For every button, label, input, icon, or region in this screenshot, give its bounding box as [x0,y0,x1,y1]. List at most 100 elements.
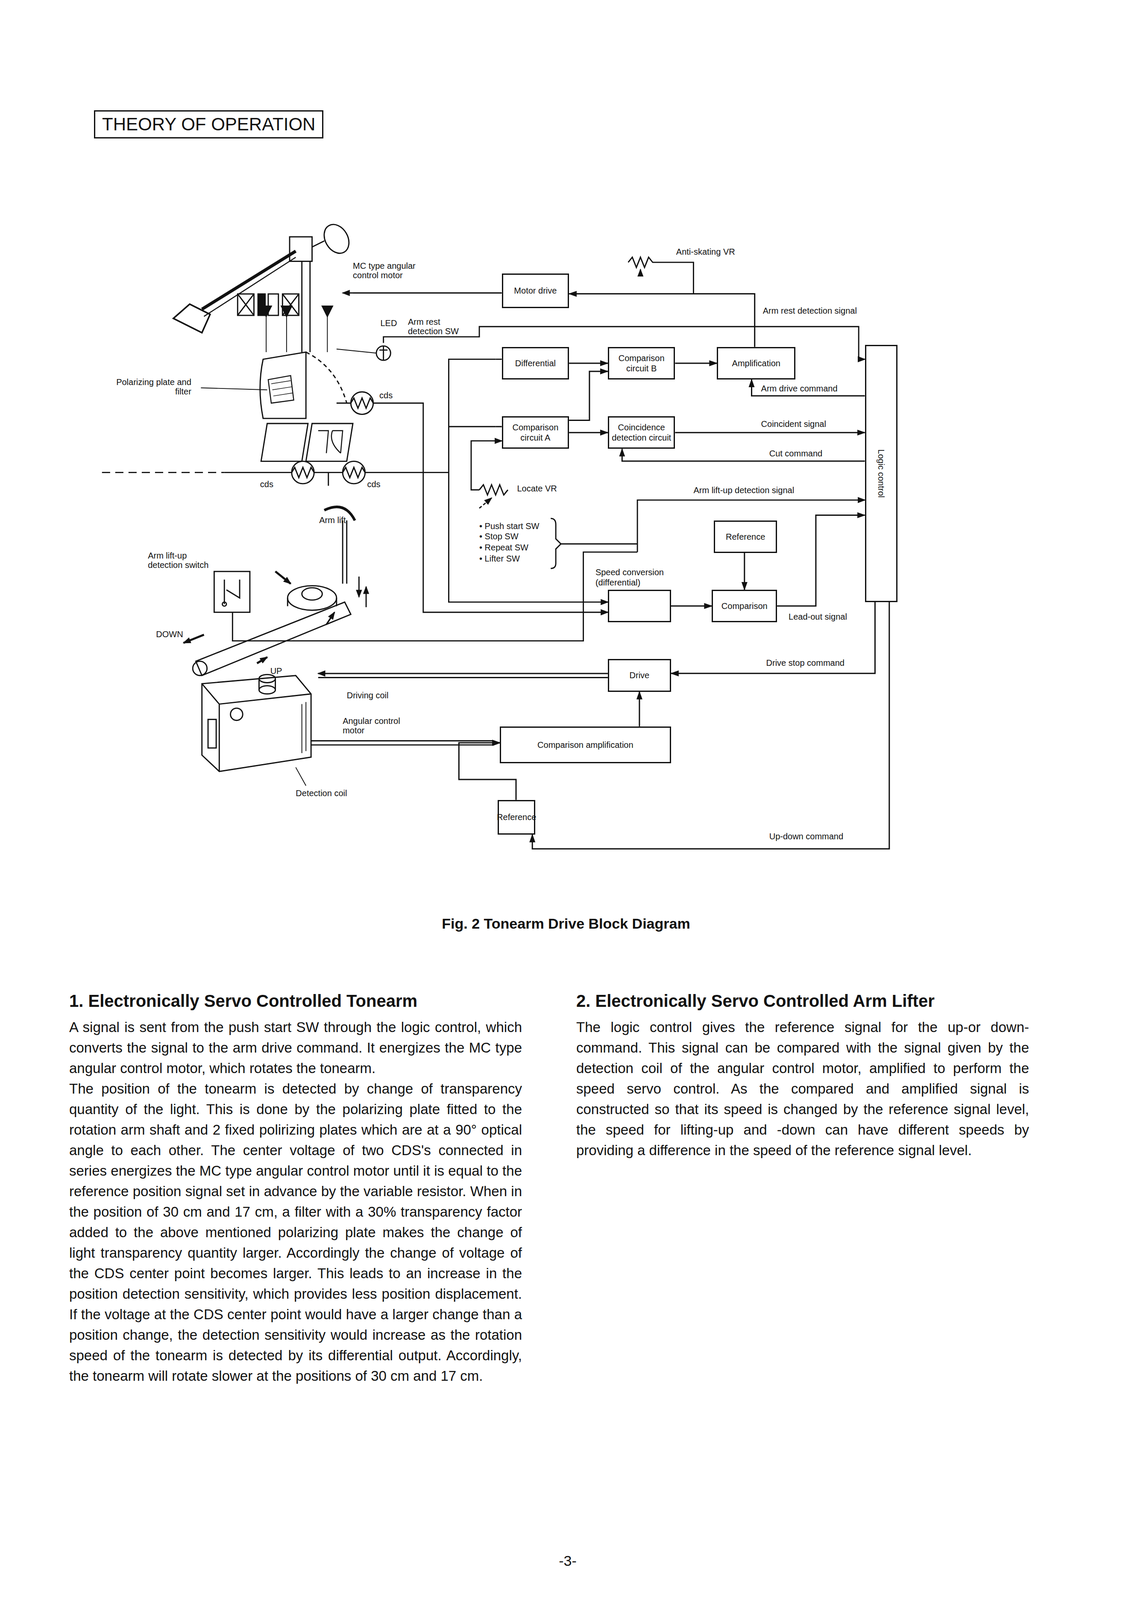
diagram-label: Detection coil [295,788,347,798]
diagram-label: LED [380,318,397,328]
body-paragraph: The logic control gives the reference si… [576,1016,1030,1161]
block-box: Differential [501,346,570,380]
diagram-label: Polarizing plate and filter [110,377,192,396]
signal-connector [568,293,755,347]
diagram-label: Arm lift-up detection signal [693,485,795,495]
block-label: Drive [629,669,650,681]
label-text: • Lifter SW [479,553,520,564]
block-label: Reference [496,811,537,822]
block-label: Comparison [721,600,768,611]
label-text: Arm lift-up detection signal [693,485,795,495]
block-text-group: Comparison circuit B [611,352,672,374]
body-paragraph: The position of the tonearm is detected … [69,1078,523,1386]
block-box: Comparison amplification [499,726,672,763]
signal-label: Lead-out signal [787,611,849,622]
signal-connector [532,601,890,849]
signal-connector [568,431,608,434]
diagram-label: cds [260,479,274,489]
signal-connector [674,431,865,434]
block-label: Amplification [732,357,781,369]
label-text: Driving coil [346,690,389,700]
diagram-label: Anti-skating VR [676,246,736,257]
signal-connector [674,362,717,364]
title-text: THEORY OF OPERATION [102,114,316,135]
edge-label-text: Coincident signal [761,419,827,429]
label-text: cds [366,479,381,489]
block-label: Motor drive [513,285,557,296]
label-text: cds [379,390,393,400]
block-label: Speed conversion (differential) [595,566,694,588]
section-heading: 1. Electronically Servo Controlled Tonea… [69,990,523,1011]
diagram-label: Driving coil [346,690,389,700]
diagram-label: • Stop SW [479,531,519,541]
edge-label-text: Drive stop command [766,657,845,668]
diagram-label: UP [270,665,283,676]
heading-text: 1. Electronically Servo Controlled Tonea… [69,991,418,1010]
label-text: MC type angular control motor [352,261,416,280]
text-column: 2. Electronically Servo Controlled Arm L… [576,990,1030,1161]
block-box: Reference [497,799,536,835]
signal-connector [621,448,865,461]
label-text: UP [270,665,283,676]
label-text: Arm rest detection SW [407,316,459,336]
block-box: Comparison [711,589,778,622]
edge-label-text: Up-down command [769,831,844,841]
signal-label: Arm drive command [759,383,839,393]
caption-text: Fig. 2 Tonearm Drive Block Diagram [441,914,690,932]
paragraph-text: The logic control gives the reference si… [576,1018,1030,1158]
section-heading: 2. Electronically Servo Controlled Arm L… [576,990,1030,1011]
block-label: Comparison amplification [537,739,634,750]
label-text: • Push start SW [479,521,540,531]
heading-text: 2. Electronically Servo Controlled Arm L… [576,991,935,1010]
label-text: Anti-skating VR [676,246,736,257]
paragraph-text: A signal is sent from the push start SW … [69,1018,523,1076]
block-label: Differential [515,357,556,369]
label-text: Arm lift-up detection switch [147,550,209,570]
diagram-label: cds [379,390,393,400]
signal-label: Up-down command [768,831,845,841]
block-text-group: Reference [496,811,537,822]
block-label: Comparison circuit A [505,422,566,443]
title-box: THEORY OF OPERATION [93,110,324,139]
edge-label-text: Lead-out signal [788,611,848,622]
label-text: Detection coil [295,788,347,798]
diagram-label: MC type angular control motor [352,261,439,280]
block-label: Coincidence detection circuit [611,422,672,443]
diagram-label: Locate VR [516,483,557,493]
page-number: -3- [558,1552,577,1569]
signal-connector [777,515,865,607]
block-text-group: Amplification [732,357,781,369]
signal-connector [743,552,745,590]
label-text: Locate VR [516,483,557,493]
block-text-group: Comparison circuit A [505,422,566,443]
block-label: Comparison circuit B [611,352,672,374]
block-text-group: Motor drive [513,285,557,296]
block-text-group: Differential [515,357,556,369]
block-box: Speed conversion (differential) [607,589,672,622]
diagram-label: DOWN [155,629,183,639]
block-text-group: Comparison amplification [537,739,634,750]
block-text-group: Coincidence detection circuit [611,422,672,443]
label-text: DOWN [155,629,183,639]
block-box: Comparison circuit A [501,416,570,449]
block-text-group: Speed conversion (differential) [595,566,694,588]
label-text: Angular control motor [342,715,401,735]
diagram-label: cds [366,479,381,489]
figure-caption: Fig. 2 Tonearm Drive Block Diagram [0,914,1132,932]
label-text: -3- [558,1551,577,1569]
label-text: • Stop SW [479,531,519,541]
diagram-label: Angular control motor [342,715,403,735]
signal-label: Cut command [768,448,825,458]
text-column: 1. Electronically Servo Controlled Tonea… [69,990,523,1386]
signal-connector [568,371,608,421]
label-text: • Repeat SW [479,542,529,552]
block-text-group: Comparison [721,600,768,611]
diagram-label: Arm lift-up detection switch [147,550,212,570]
label-text: Arm rest detection signal [762,305,857,316]
label-text: Polarizing plate and filter [116,377,192,396]
block-box: Drive [607,658,672,692]
block-box: Reference [713,520,778,553]
signal-connector [568,362,608,364]
block-text-group: Reference [725,531,766,542]
signal-label: Coincident signal [759,419,828,429]
